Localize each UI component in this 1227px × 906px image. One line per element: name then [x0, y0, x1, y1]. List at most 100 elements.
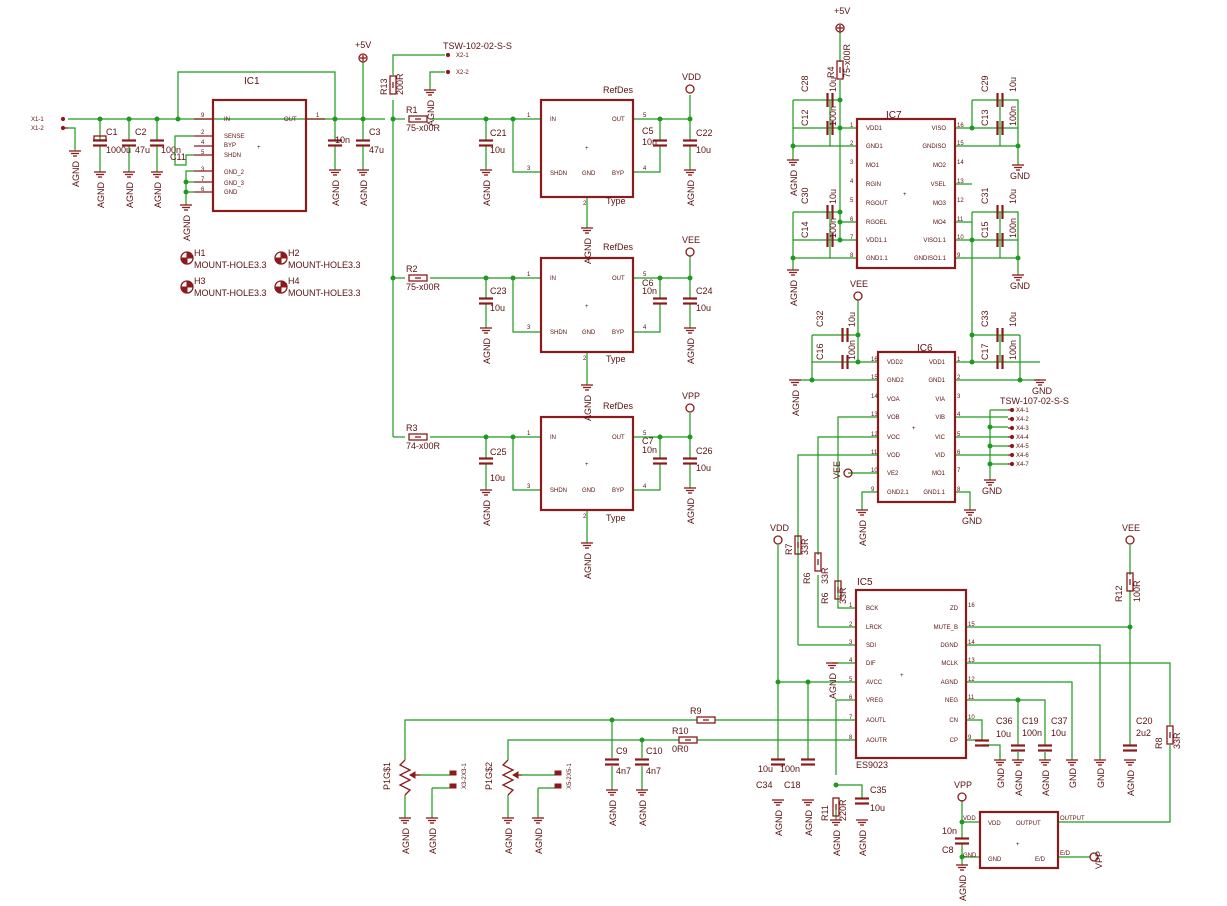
ic5-pin-number: 7	[849, 715, 853, 721]
agnd-label: AGND	[1126, 769, 1136, 796]
ic6-pin-number: 16	[871, 357, 878, 363]
ic1-pin-in: IN	[224, 117, 230, 123]
v5-label: +5V	[355, 40, 371, 50]
connector-pin-x3: X3-2	[449, 776, 468, 789]
reg1-pin-n4: 4	[643, 166, 647, 172]
capacitor-label: C23	[490, 286, 507, 296]
reg3-pin-n4: 4	[643, 484, 647, 490]
reg2-type: Type	[606, 354, 626, 364]
gnd-symbol: GND	[982, 479, 1003, 496]
agnd-symbol: AGND	[425, 817, 439, 854]
potentiometer-p1g2: P1G$2	[484, 759, 522, 796]
ground-symbols: AGND AGND AGND AGND AGND AGND AGND AGND AGND AGND…	[68, 89, 1137, 901]
mount-hole-h4: H4 MOUNT-HOLE3.3	[274, 276, 361, 298]
agnd-label: AGND	[804, 809, 814, 836]
gnd-symbol: GND	[1093, 759, 1107, 788]
resistor-label: R3	[406, 423, 418, 433]
reg3-pin-byp: BYP	[612, 488, 624, 494]
capacitor-label: C18	[784, 780, 801, 790]
ic6-pin-number: 9	[871, 487, 875, 493]
ic5-pin-label: AOUTR	[866, 738, 888, 744]
ic6-pin-label: GND2.1	[887, 490, 909, 496]
capacitor-value: 10u	[828, 189, 838, 204]
vdd-label: VDD	[770, 523, 790, 533]
ic7-pin-number: 2	[850, 141, 854, 147]
agnd-symbol: AGND	[479, 327, 493, 364]
agnd-label: AGND	[638, 799, 648, 826]
capacitor-value: 100n	[847, 340, 857, 360]
agnd-symbol: AGND	[635, 789, 649, 826]
reg2-refdes: RefDes	[603, 242, 634, 252]
ic5-pin-number: 10	[968, 715, 975, 721]
capacitor-label: C17	[980, 343, 990, 360]
capacitor-c16: C16 100n	[815, 340, 857, 369]
ic5-pin-label: CN	[949, 718, 958, 724]
ic6-pin-number: 1	[957, 357, 961, 363]
capacitor-value: 10u	[1008, 312, 1018, 327]
agnd-symbol: AGND	[479, 169, 493, 206]
vpp-supply: VPP	[682, 391, 700, 413]
gnd-label: GND	[962, 516, 983, 526]
ic6-pin-label: VOD	[887, 453, 901, 459]
reg1-pin-shdn: SHDN	[550, 171, 567, 177]
agnd-symbol: AGND	[683, 487, 697, 524]
gnd-symbol: GND	[1010, 274, 1031, 291]
x4-pin-label: X4-1	[1016, 408, 1029, 414]
vee-label: VEE	[682, 235, 700, 245]
resistor-label: R6	[820, 592, 830, 604]
x2-2-label: X2-2	[456, 70, 469, 76]
ic5-type: ES9023	[856, 760, 888, 770]
capacitor-value: 10u	[490, 473, 505, 483]
gnd-label: GND	[1068, 768, 1078, 789]
agnd-symbol: AGND	[580, 227, 594, 264]
connector-pin-x4: X4-3	[1008, 425, 1029, 432]
resistor-r9: R9	[690, 706, 716, 724]
reg2-pin-n3: 3	[527, 325, 531, 331]
reg2-pin-gnd: GND	[582, 330, 596, 336]
agnd-label: AGND	[1041, 769, 1051, 796]
gnd-symbol: GND	[1010, 164, 1031, 181]
ic5-dac: IC5 ES9023 +	[854, 577, 968, 770]
resistor-value: 200R	[395, 73, 405, 95]
svg-text:+: +	[585, 462, 589, 468]
ic5-pin-number: 11	[968, 695, 975, 701]
ic7-pin-label: VSEL	[931, 182, 947, 188]
x4-pin-label: X4-6	[1016, 453, 1029, 459]
gnd-label: GND	[982, 486, 1003, 496]
agnd-label: AGND	[958, 874, 968, 901]
ic6-pin-label: VOC	[887, 435, 901, 441]
resistor-value: 75-x00R	[842, 43, 852, 78]
p1g2-label: P1G$2	[484, 762, 494, 790]
ic5-pin-label: AOUTL	[866, 718, 887, 724]
reg1-type: Type	[606, 196, 626, 206]
capacitor-label: C3	[369, 127, 381, 137]
oscillator: VDD OUTPUT GND E/D + VDD GND OUTPUT E/D	[963, 810, 1085, 870]
svg-text:+: +	[1016, 842, 1020, 848]
ic5-pin-number: 12	[968, 677, 975, 683]
reg2-pin-byp: BYP	[612, 330, 624, 336]
agnd-label: AGND	[482, 499, 492, 526]
ic5-pin-number: 1	[849, 603, 853, 609]
mount-hole-h3: H3 MOUNT-HOLE3.3	[180, 276, 267, 298]
capacitor-label: C16	[815, 343, 825, 360]
reg3-pin-n2: 2	[583, 514, 587, 520]
agnd-label: AGND	[858, 829, 868, 856]
capacitor-label: C11	[170, 152, 186, 162]
ic5-pin-label: MUTE_B	[934, 625, 958, 631]
svg-text:+: +	[900, 673, 904, 679]
vee-supply: VEE	[1122, 523, 1140, 545]
vee-supply: VEE	[850, 279, 868, 301]
h3-type: MOUNT-HOLE3.3	[194, 288, 267, 298]
ic5-pin-label: SDI	[866, 643, 876, 649]
x4-pin-label: X4-2	[1016, 417, 1029, 423]
agnd-label: AGND	[583, 552, 593, 579]
connectors: X4-1X4-2X4-3X4-4X4-5X4-6X4-7X3-1X3-2X5-1…	[60, 52, 1029, 789]
ic5-pin-number: 13	[968, 658, 975, 664]
